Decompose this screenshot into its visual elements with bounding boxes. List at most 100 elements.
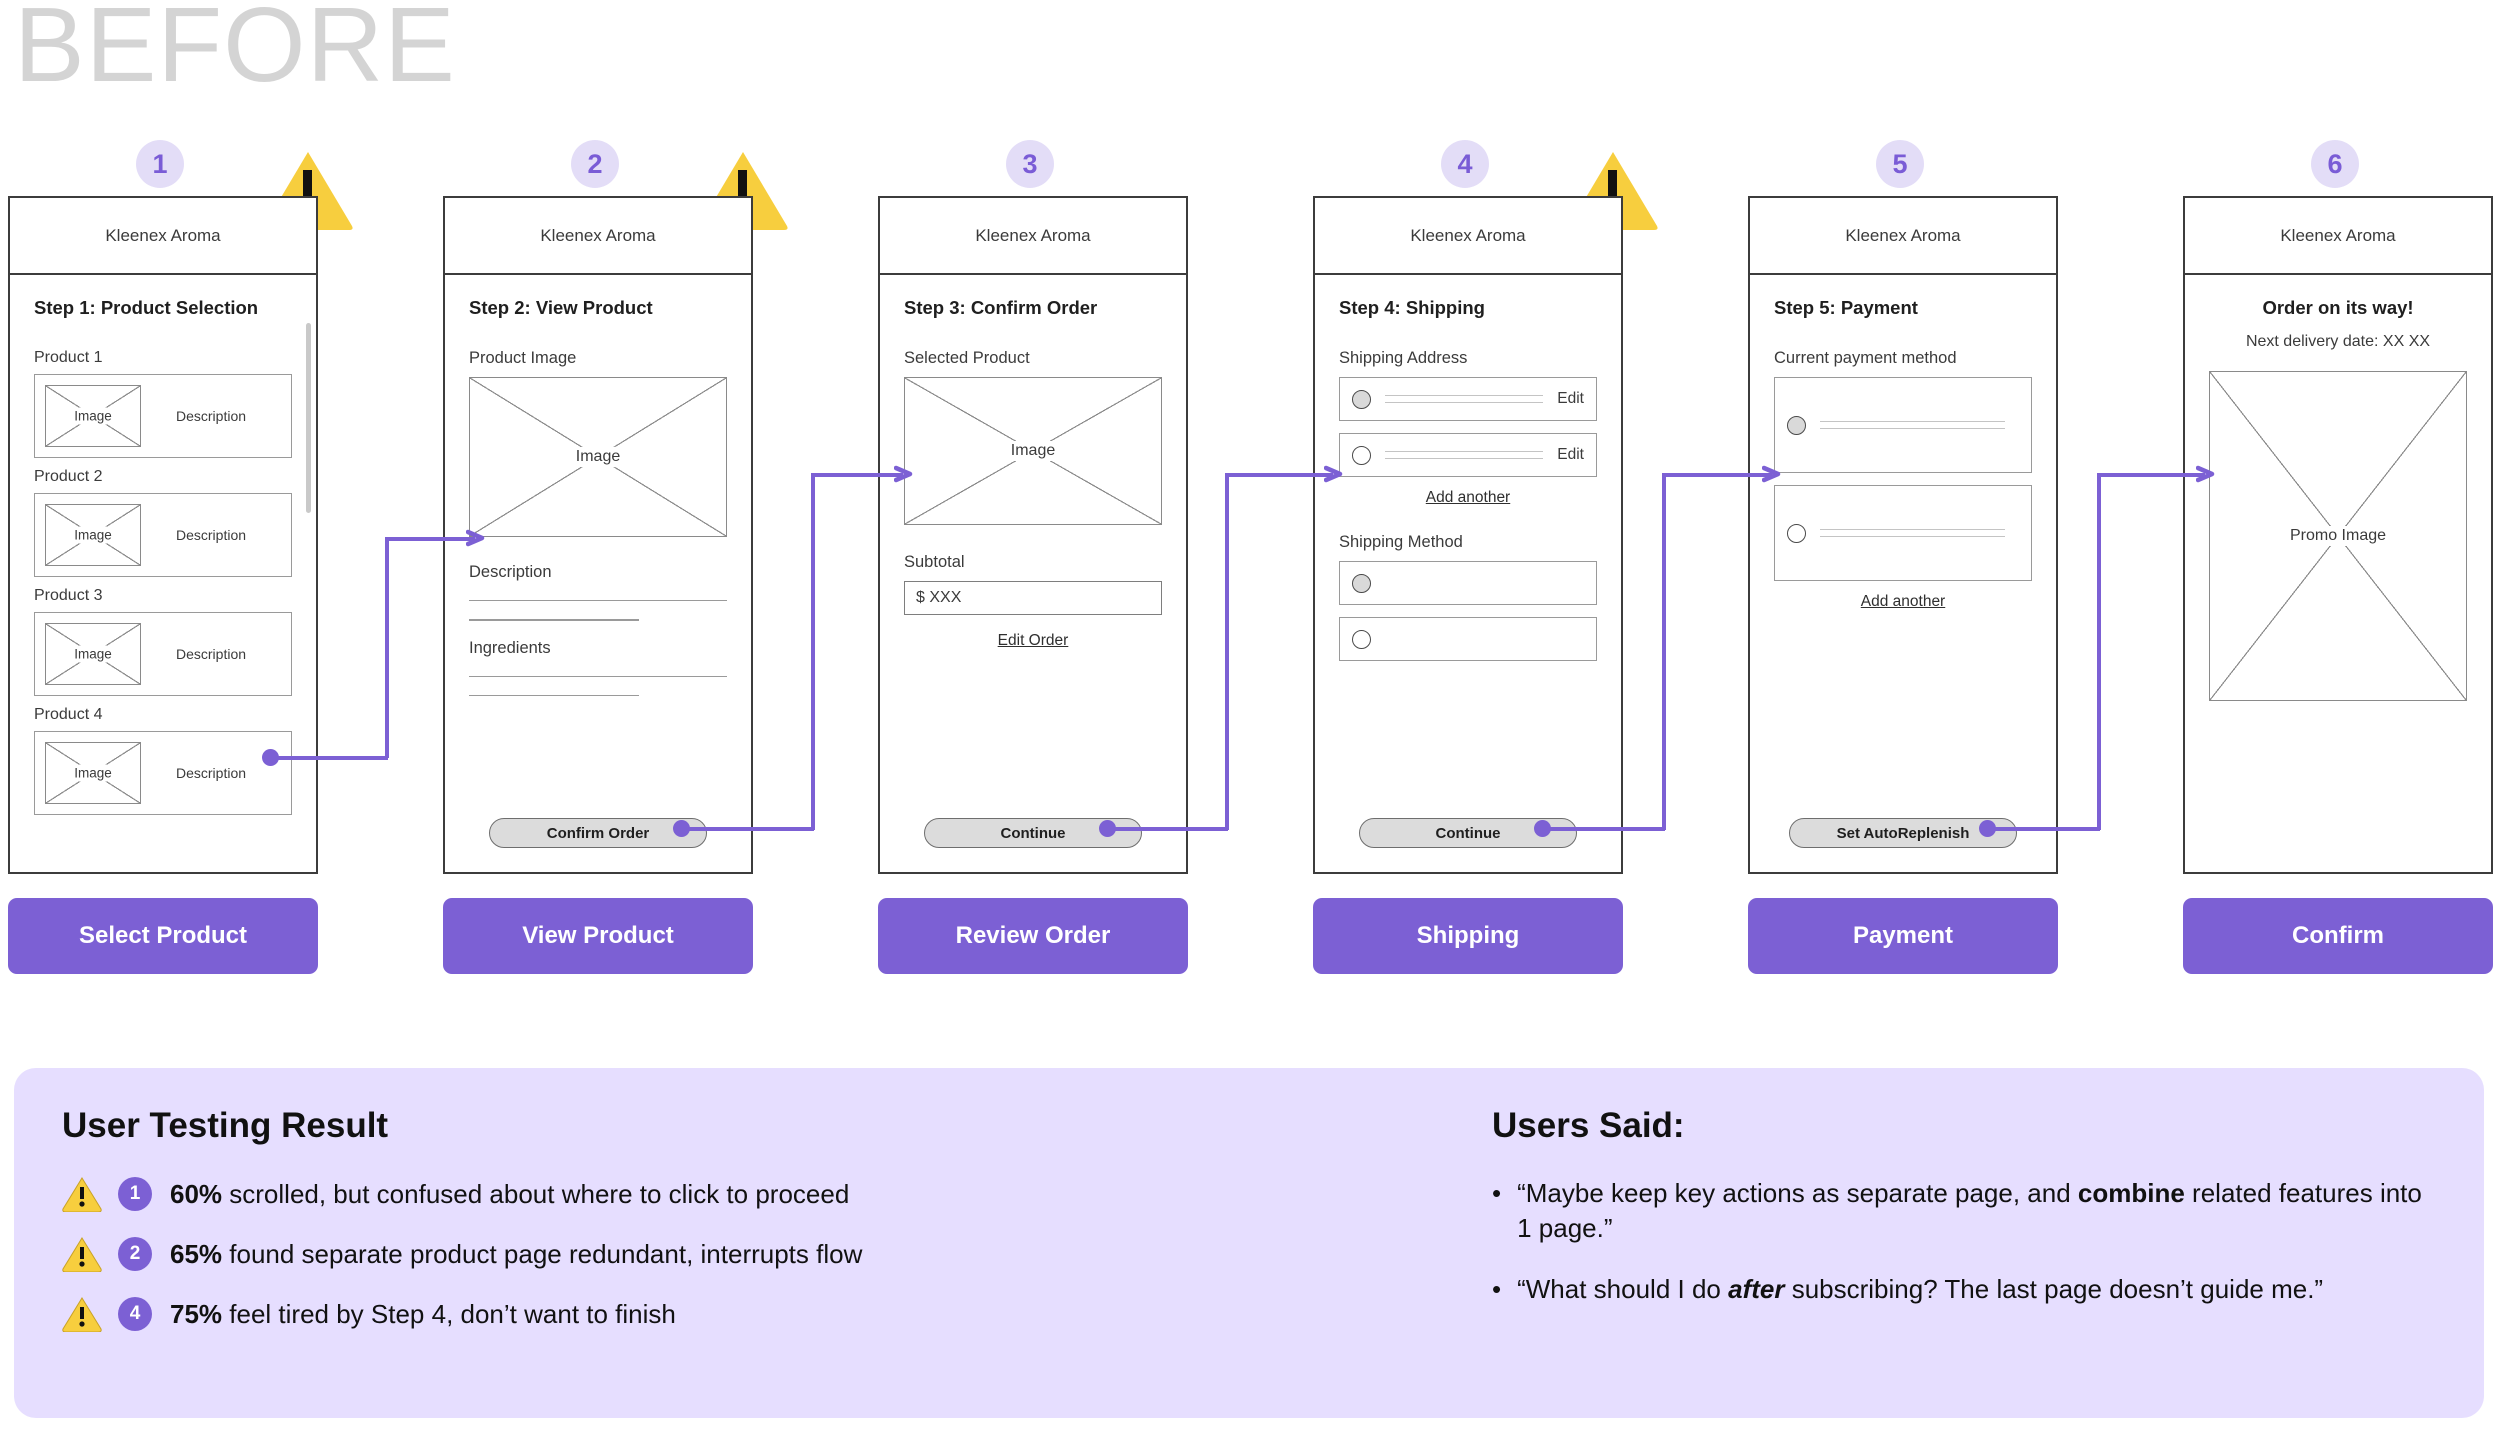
- quote-1-em: combine: [2077, 1178, 2185, 1208]
- user-quote-1: • “Maybe keep key actions as separate pa…: [1492, 1176, 2436, 1246]
- radio-icon-payment-2[interactable]: [1787, 523, 1806, 543]
- payment-method-label: Current payment method: [1774, 349, 1957, 367]
- image-label: Image: [46, 526, 140, 544]
- warning-icon-finding-1: [62, 1176, 102, 1212]
- product-card-1[interactable]: Image Description: [34, 374, 292, 458]
- connector-4-h1: [1543, 827, 1665, 831]
- set-autoreplenish-button[interactable]: Set AutoReplenish: [1789, 818, 2017, 848]
- step-label-payment[interactable]: Payment: [1748, 898, 2058, 974]
- subtotal-label: Subtotal: [904, 553, 965, 571]
- finding-row-1: 1 60% scrolled, but confused about where…: [62, 1176, 1396, 1212]
- step-badge-3: 3: [1006, 140, 1054, 188]
- product-image-3: Image: [45, 623, 141, 685]
- product-name-3: Product 3: [34, 587, 103, 604]
- bullet-icon-1: •: [1492, 1178, 1502, 1208]
- description-line-1: [469, 600, 727, 602]
- payment-option-2[interactable]: [1774, 485, 2032, 581]
- edit-address-1-link[interactable]: Edit: [1557, 390, 1584, 407]
- product-card-2[interactable]: Image Description: [34, 493, 292, 577]
- address-option-2[interactable]: Edit: [1339, 433, 1597, 477]
- address-option-1[interactable]: Edit: [1339, 377, 1597, 421]
- product-name-2: Product 2: [34, 468, 103, 485]
- connector-4-v: [1662, 473, 1666, 830]
- product-card-4[interactable]: Image Description: [34, 731, 292, 815]
- confirm-order-button[interactable]: Confirm Order: [489, 818, 707, 848]
- product-image-2: Image: [45, 504, 141, 566]
- warning-icon-finding-2: [62, 1236, 102, 1272]
- shipping-address-label: Shipping Address: [1339, 349, 1468, 367]
- user-quote-1-text: “Maybe keep key actions as separate page…: [1517, 1176, 2436, 1246]
- radio-icon-method-2[interactable]: [1352, 629, 1371, 649]
- step-badge-2: 2: [571, 140, 619, 188]
- edit-order-link[interactable]: Edit Order: [997, 632, 1069, 649]
- connector-3-v: [1225, 473, 1229, 830]
- step-label-shipping[interactable]: Shipping: [1313, 898, 1623, 974]
- product-description-1: Description: [175, 408, 247, 424]
- radio-icon-address-1[interactable]: [1352, 389, 1371, 409]
- finding-step-num-2: 2: [118, 1237, 152, 1271]
- step-label-select-product[interactable]: Select Product: [8, 898, 318, 974]
- finding-text-3: 75% feel tired by Step 4, don’t want to …: [170, 1299, 676, 1330]
- connector-1-v: [385, 537, 389, 758]
- finding-text-1: 60% scrolled, but confused about where t…: [170, 1179, 849, 1210]
- step-label-view-product[interactable]: View Product: [443, 898, 753, 974]
- product-image-4: Image: [45, 742, 141, 804]
- payment-lines-1: [1820, 415, 2005, 435]
- edit-address-2-link[interactable]: Edit: [1557, 446, 1584, 463]
- connector-arrow-2: [894, 461, 920, 487]
- radio-icon-payment-1[interactable]: [1787, 415, 1806, 435]
- connector-1-h1: [271, 756, 388, 760]
- step-badge-6: 6: [2311, 140, 2359, 188]
- shipping-method-label: Shipping Method: [1339, 533, 1463, 551]
- step-label-confirm[interactable]: Confirm: [2183, 898, 2493, 974]
- ingredients-label: Ingredients: [469, 638, 551, 657]
- add-another-payment-link[interactable]: Add another: [1860, 593, 1946, 610]
- connector-node-4: [1534, 820, 1551, 837]
- shipping-method-option-2[interactable]: [1339, 617, 1597, 661]
- app-title-2: Kleenex Aroma: [445, 198, 751, 275]
- screen-title-3: Step 3: Confirm Order: [904, 297, 1098, 318]
- finding-stat-3: 75%: [170, 1298, 223, 1329]
- connector-5-h1: [1988, 827, 2100, 831]
- radio-icon-address-2[interactable]: [1352, 445, 1371, 465]
- bullet-icon-2: •: [1492, 1274, 1502, 1305]
- finding-row-2: 2 65% found separate product page redund…: [62, 1236, 1396, 1272]
- image-label: Promo Image: [2210, 526, 2466, 546]
- step-label-review-order[interactable]: Review Order: [878, 898, 1188, 974]
- app-title-6: Kleenex Aroma: [2185, 198, 2491, 275]
- app-title-3: Kleenex Aroma: [880, 198, 1186, 275]
- screen-title-4: Step 4: Shipping: [1339, 297, 1485, 318]
- image-label: Image: [46, 645, 140, 663]
- connector-arrow-5: [2196, 461, 2222, 487]
- scrollbar[interactable]: [306, 323, 311, 513]
- users-said-column: Users Said: • “Maybe keep key actions as…: [1444, 1068, 2484, 1418]
- product-image-1: Image: [45, 385, 141, 447]
- screen-title-1: Step 1: Product Selection: [34, 297, 259, 318]
- phone-screen-4: Kleenex Aroma Step 4: Shipping Shipping …: [1313, 196, 1623, 874]
- finding-stat-2: 65%: [170, 1238, 223, 1269]
- finding-body-3: feel tired by Step 4, don’t want to fini…: [222, 1298, 676, 1329]
- connector-arrow-4: [1762, 461, 1788, 487]
- selected-product-image: Image: [904, 377, 1162, 525]
- shipping-method-option-1[interactable]: [1339, 561, 1597, 605]
- order-confirmation-heading: Order on its way!: [2262, 297, 2414, 318]
- product-description-3: Description: [175, 646, 247, 662]
- product-card-3[interactable]: Image Description: [34, 612, 292, 696]
- image-label: Image: [905, 441, 1161, 461]
- finding-step-num-1: 1: [118, 1177, 152, 1211]
- payment-option-1[interactable]: [1774, 377, 2032, 473]
- radio-icon-method-1[interactable]: [1352, 573, 1371, 593]
- add-another-address-link[interactable]: Add another: [1425, 489, 1511, 506]
- finding-text-2: 65% found separate product page redundan…: [170, 1239, 862, 1270]
- subtotal-input[interactable]: $ XXX: [904, 581, 1162, 615]
- phone-body-3: Step 3: Confirm Order Selected Product I…: [880, 275, 1186, 872]
- connector-arrow-1: [466, 525, 492, 551]
- connector-2-h2: [811, 473, 903, 477]
- phone-screen-2: Kleenex Aroma Step 2: View Product Produ…: [443, 196, 753, 874]
- phone-screen-6: Kleenex Aroma Order on its way! Next del…: [2183, 196, 2493, 874]
- finding-body-1: scrolled, but confused about where to cl…: [222, 1178, 850, 1209]
- quote-1-post: related features into 1 page.”: [1517, 1178, 2422, 1244]
- connector-3-h2: [1225, 473, 1333, 477]
- image-label: Image: [46, 407, 140, 425]
- next-delivery-date: Next delivery date: XX XX: [2245, 333, 2431, 350]
